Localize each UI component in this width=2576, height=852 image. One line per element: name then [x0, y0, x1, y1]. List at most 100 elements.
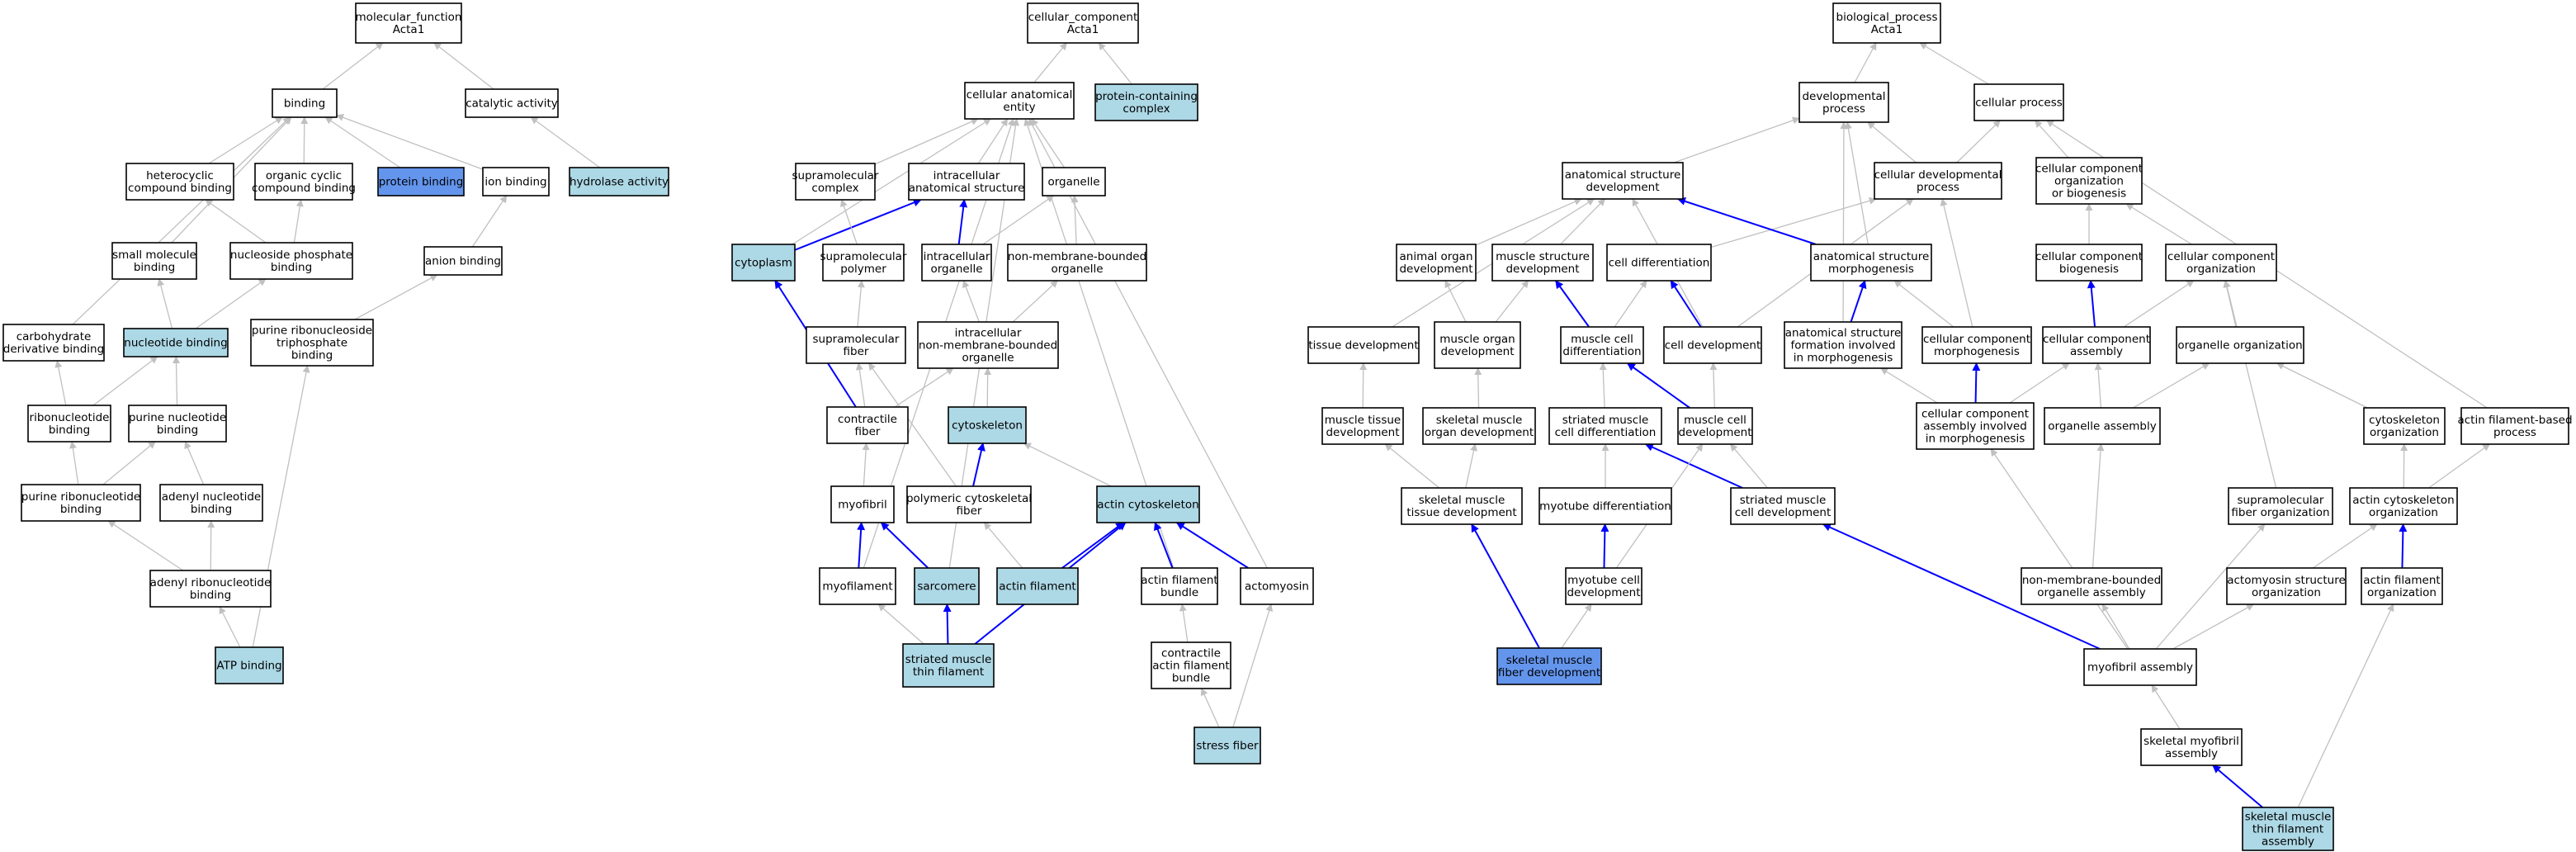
- node-tissuedev[interactable]: tissue development: [1307, 326, 1420, 364]
- node-organelle[interactable]: organelle: [1042, 167, 1106, 196]
- node-box: [921, 244, 992, 282]
- node-actinfil[interactable]: actin filament: [996, 567, 1079, 605]
- edge-myofibasm-to-ccasmmorph: [1990, 448, 2129, 650]
- edge-myofilament-to-myofibril: [857, 522, 866, 569]
- node-myofibril[interactable]: myofibril: [830, 485, 895, 523]
- node-nucbind[interactable]: nucleotide binding: [123, 328, 229, 357]
- node-celldiff[interactable]: cell differentiation: [1606, 244, 1712, 282]
- node-celldev[interactable]: cell development: [1663, 326, 1762, 364]
- node-stressfiber[interactable]: stress fiber: [1193, 727, 1261, 764]
- edge-ccasmmorph-to-asfim: [1879, 367, 1938, 404]
- node-myofilament[interactable]: myofilament: [819, 567, 896, 605]
- node-cytoskeleton[interactable]: cytoskeleton: [948, 406, 1027, 444]
- node-box: [1396, 244, 1477, 282]
- node-cellproc[interactable]: cellular process: [1973, 83, 2064, 121]
- node-ionbind[interactable]: ion binding: [482, 167, 550, 196]
- node-box: [1663, 326, 1762, 364]
- node-binding[interactable]: binding: [272, 88, 338, 118]
- node-sarcomere[interactable]: sarcomere: [914, 567, 980, 605]
- node-actomyosin[interactable]: actomyosin: [1240, 567, 1314, 605]
- node-atp[interactable]: ATP binding: [215, 646, 284, 684]
- node-myofibasm[interactable]: myofibril assembly: [2083, 648, 2197, 686]
- node-box: [1096, 485, 1200, 523]
- node-orgasm[interactable]: organelle assembly: [2044, 407, 2161, 445]
- node-hydrolase[interactable]: hydrolase activity: [569, 167, 669, 196]
- node-cytoplasm[interactable]: cytoplasm: [731, 244, 796, 282]
- node-myotubediff[interactable]: myotube differentiation: [1539, 487, 1672, 525]
- node-anion[interactable]: anion binding: [423, 246, 503, 276]
- edge-skmyofibasm-to-myofibasm: [2151, 684, 2181, 730]
- node-orgorg[interactable]: organelle organization: [2176, 326, 2304, 364]
- node-protbind[interactable]: protein binding: [377, 167, 465, 196]
- node-actincyto[interactable]: actin cytoskeleton: [1096, 485, 1200, 523]
- edge-nonmemasm-to-orgasm: [2092, 443, 2105, 569]
- edge-adenyl-to-purnuc: [184, 441, 205, 485]
- node-catalytic[interactable]: catalytic activity: [465, 88, 559, 118]
